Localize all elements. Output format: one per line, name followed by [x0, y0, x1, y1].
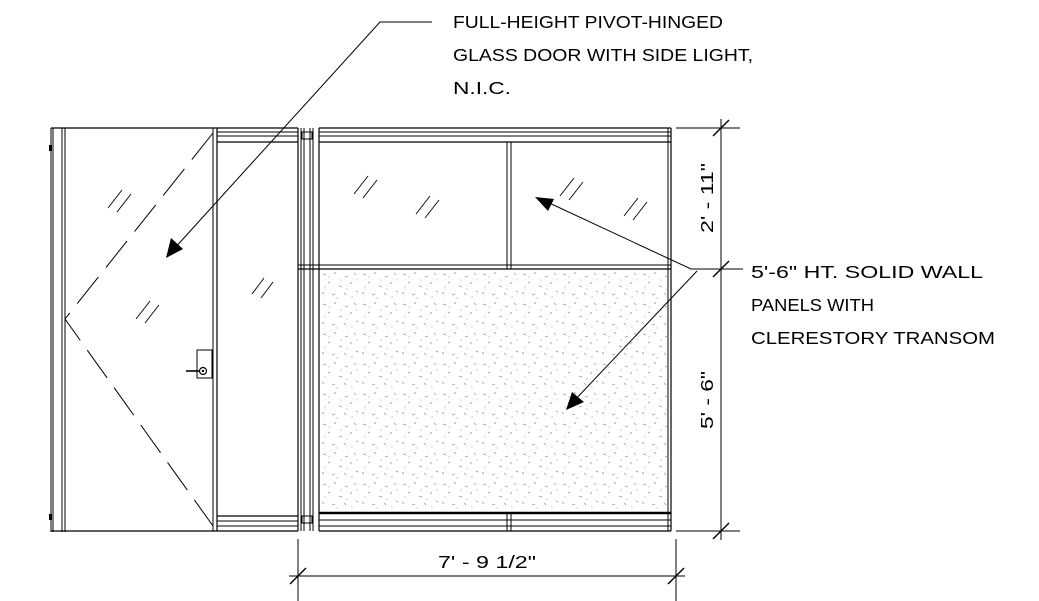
door-handle	[186, 349, 213, 379]
overall-width-dimension: 7' - 9 1/2"	[438, 552, 536, 572]
side-light-panel	[217, 127, 298, 532]
horizontal-dimension-line	[289, 539, 685, 601]
transom-height-dimension: 2' - 11"	[697, 163, 717, 233]
mullion	[297, 128, 320, 531]
solid-wall-panel	[319, 270, 671, 532]
clerestory-transom	[353, 175, 648, 221]
wall-panel-frame	[298, 127, 672, 531]
pivot-glass-door	[49, 127, 218, 532]
wall-callout-line-2: PANELS WITH	[751, 295, 874, 315]
panel-height-dimension: 5' - 6"	[697, 371, 717, 429]
wall-callout-line-1: 5'-6" HT. SOLID WALL	[751, 262, 983, 282]
door-swing-lines	[64, 132, 214, 527]
vertical-dimension-line	[676, 119, 740, 540]
door-callout-line-3: N.I.C.	[453, 78, 511, 98]
door-callout-leader	[166, 21, 432, 258]
door-callout-line-2: GLASS DOOR WITH SIDE LIGHT,	[453, 45, 753, 65]
wall-callout-line-3: CLERESTORY TRANSOM	[751, 328, 995, 348]
door-callout-line-1: FULL-HEIGHT PIVOT-HINGED	[453, 12, 723, 32]
